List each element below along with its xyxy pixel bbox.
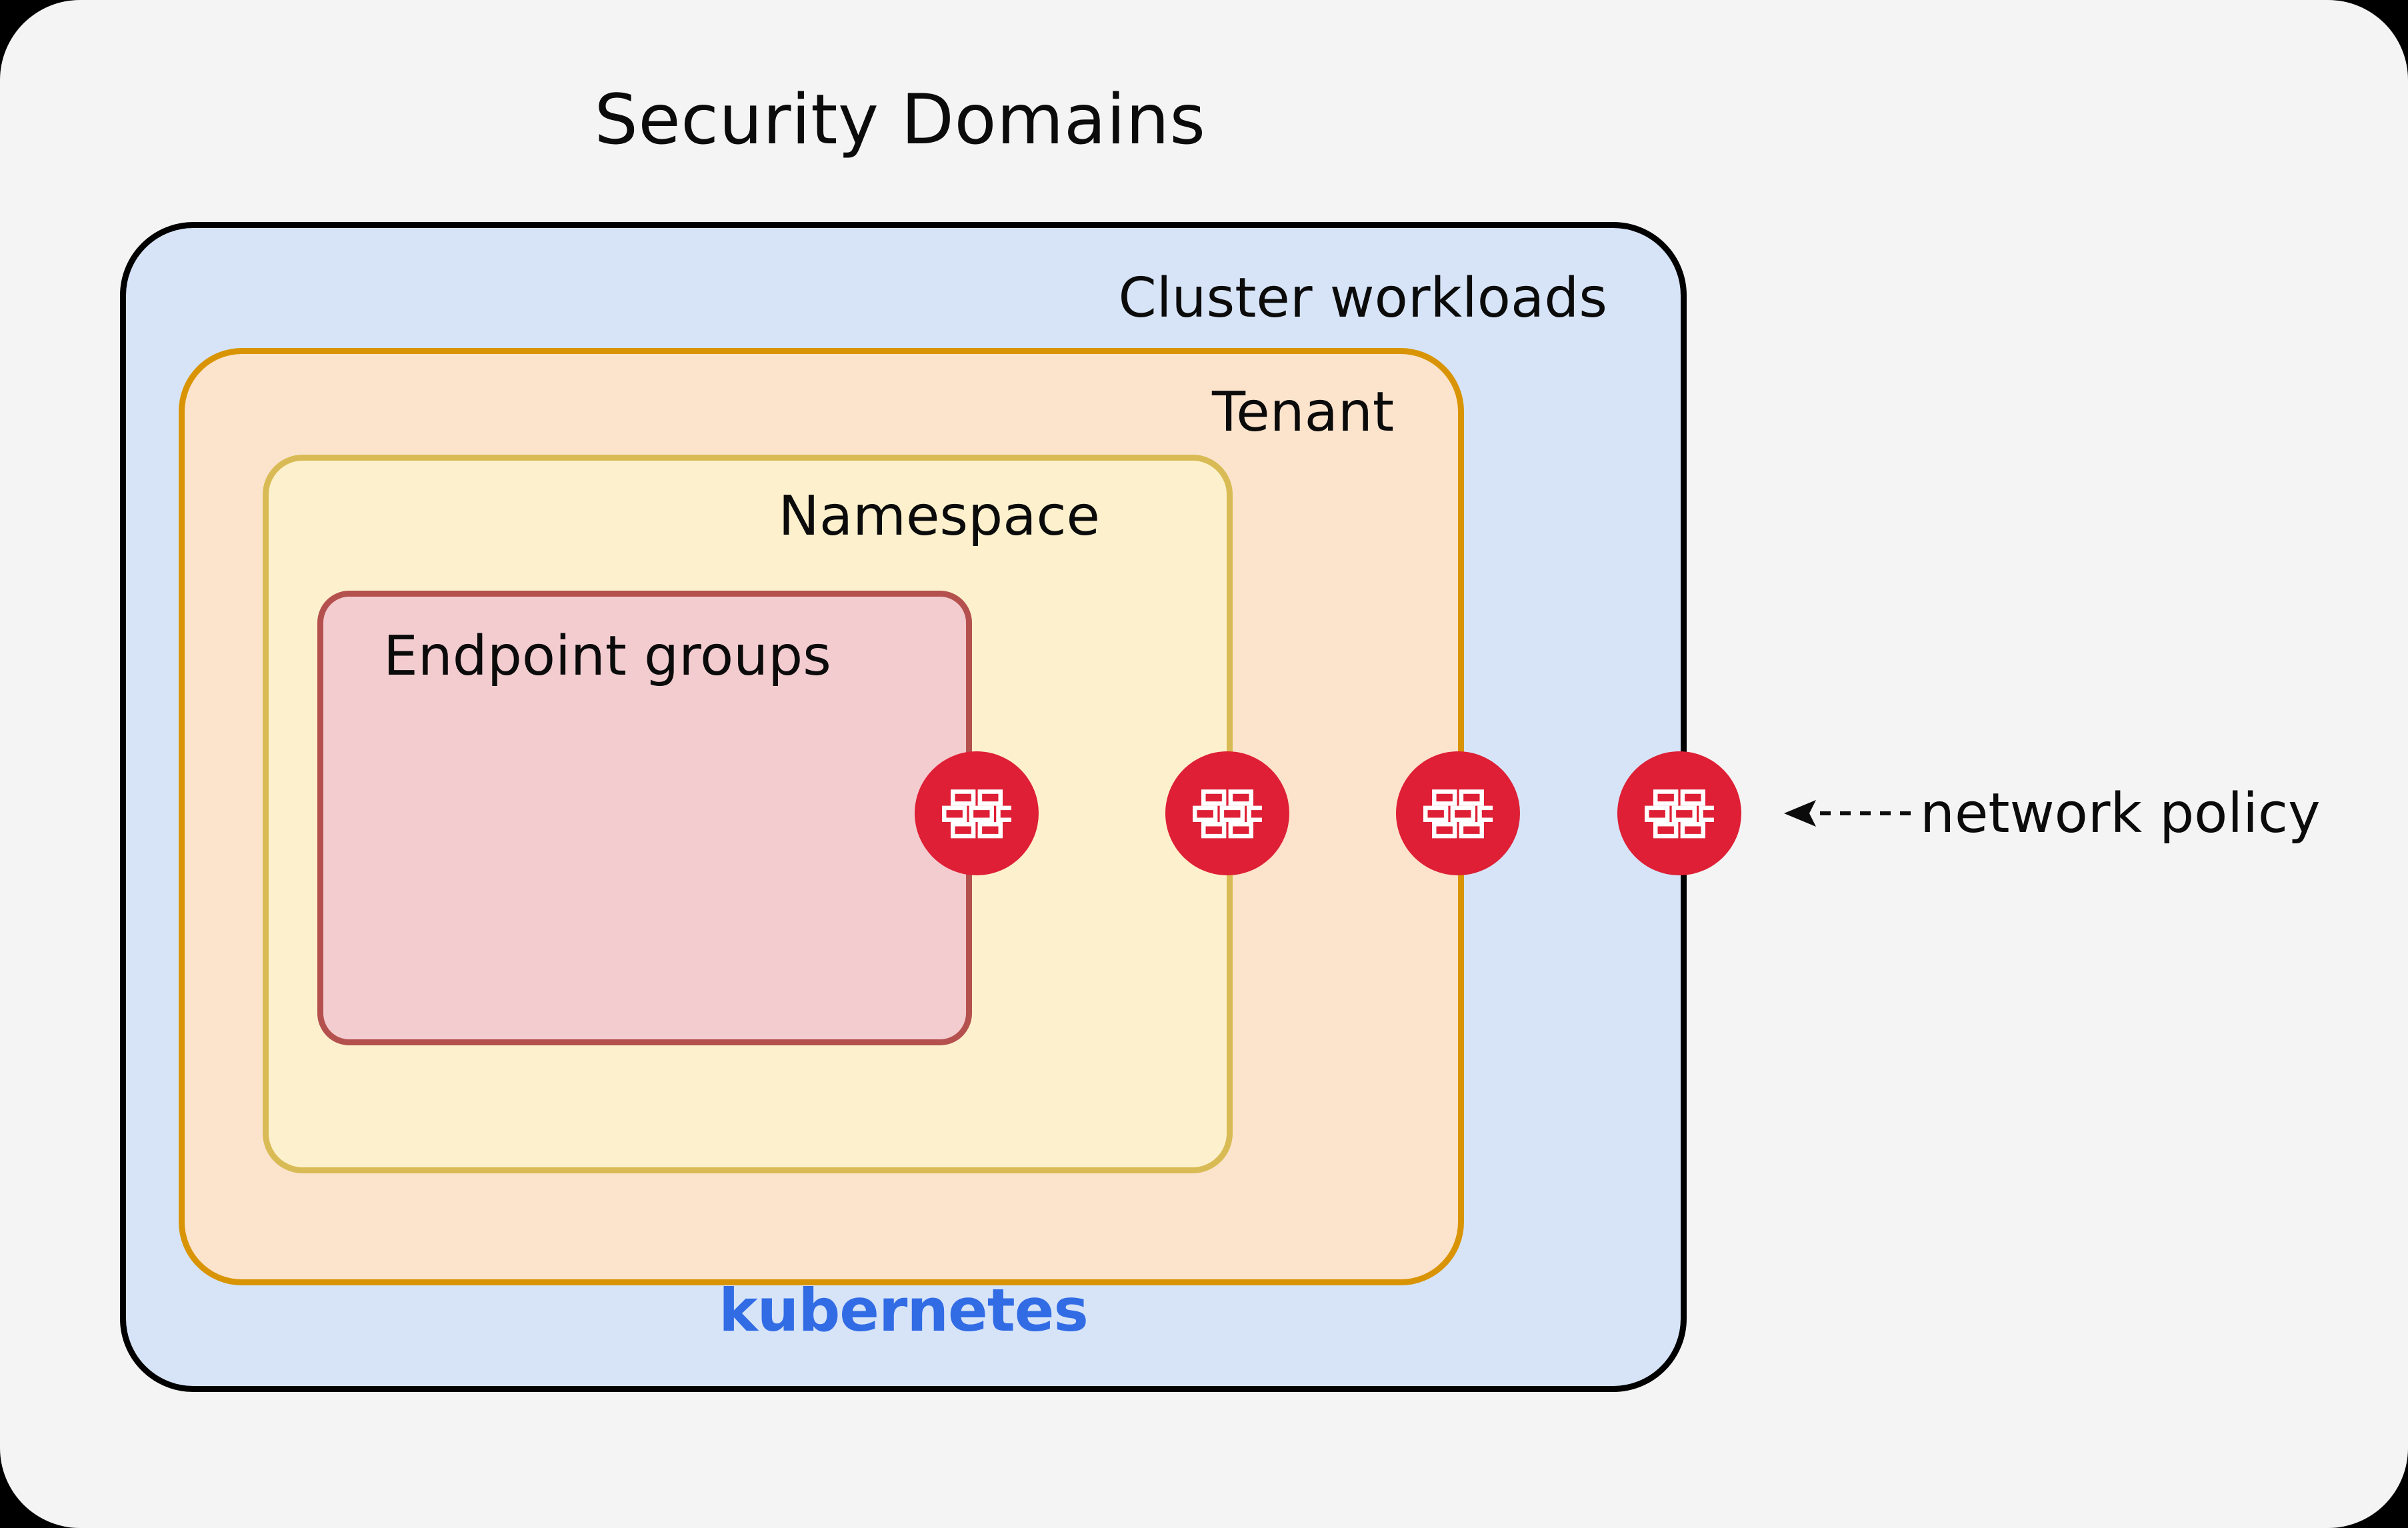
- page-title: Security Domains: [594, 80, 1206, 160]
- firewall-endpoint-groups[interactable]: [915, 751, 1039, 875]
- firewall-brick-wall-icon: [1423, 779, 1493, 848]
- network-policy-label: network policy: [1920, 781, 2321, 845]
- dashed-left-arrow-icon: [1780, 793, 1911, 833]
- layer-tenant-label: Tenant: [1212, 381, 1394, 444]
- firewall-namespace[interactable]: [1165, 751, 1289, 875]
- firewall-brick-wall-icon: [1193, 779, 1262, 848]
- network-policy-annotation: network policy: [1780, 773, 2320, 853]
- firewall-brick-wall-icon: [942, 779, 1011, 848]
- layer-namespace-label: Namespace: [778, 485, 1100, 548]
- firewall-brick-wall-icon: [1645, 779, 1714, 848]
- firewall-tenant[interactable]: [1396, 751, 1520, 875]
- layer-endpoint-groups: Endpoint groups: [317, 591, 972, 1045]
- kubernetes-wordmark: kubernetes: [719, 1276, 1089, 1345]
- layer-cluster-workloads-label: Cluster workloads: [1118, 267, 1607, 330]
- layer-endpoint-groups-label: Endpoint groups: [383, 625, 831, 688]
- firewall-cluster[interactable]: [1617, 751, 1741, 875]
